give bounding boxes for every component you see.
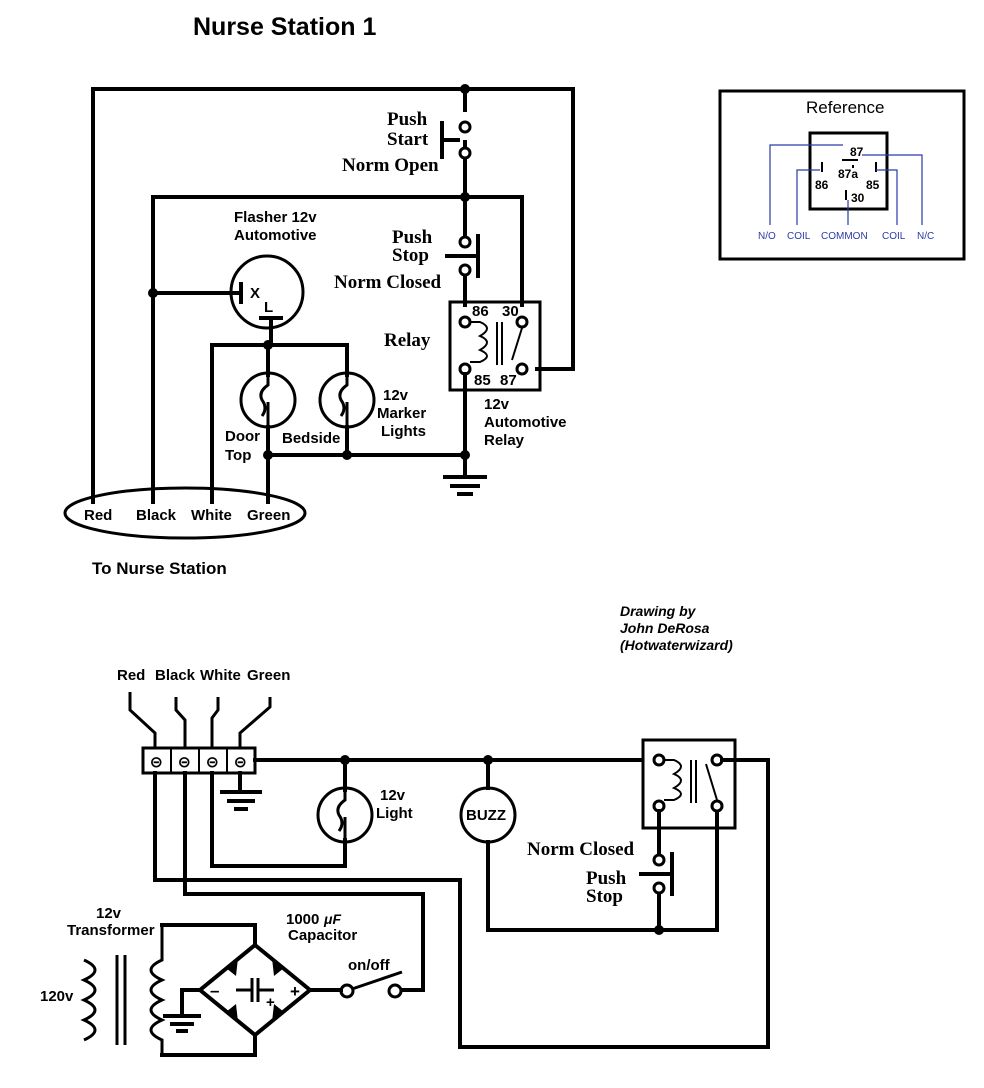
bottom-push-stop-switch: [639, 852, 674, 896]
cable-red-label: Red: [84, 507, 112, 524]
push-start-label-1: Push: [387, 109, 428, 130]
transformer: [80, 925, 166, 1055]
ground-symbol-top: [443, 475, 487, 496]
black-wire: [151, 195, 524, 504]
bedside-label: Bedside: [282, 430, 340, 447]
ground-symbol-rectifier: [163, 1014, 201, 1033]
ref-label-coil-2: COIL: [882, 231, 906, 242]
door-top-label-1: Door: [225, 428, 260, 445]
ref-pin-30: 30: [851, 191, 865, 205]
capacitor-label-1: 1000: [286, 911, 319, 928]
bridge-rectifier: – + +: [196, 942, 314, 1038]
marker-label-1: 12v: [383, 387, 409, 404]
relay-desc-1: 12v: [484, 396, 510, 413]
ground-symbol-bottom: [220, 790, 262, 811]
on-off-switch[interactable]: [339, 970, 403, 999]
credit-line-3: (Hotwaterwizard): [620, 637, 733, 653]
bottom-circuit: Red Black White Green ⊝ ⊝ ⊝ ⊝ 12v Light: [40, 667, 770, 1057]
relay-pin-87: 87: [500, 372, 517, 389]
reference-title: Reference: [806, 98, 884, 117]
flasher-pin-l: L: [264, 299, 273, 316]
push-stop-switch: [445, 234, 480, 278]
ref-pin-85: 85: [866, 178, 880, 192]
flasher-label-2: Automotive: [234, 227, 317, 244]
credit-line-1: Drawing by: [620, 603, 697, 619]
push-stop-label-3: Norm Closed: [334, 272, 442, 293]
push-start-label-3: Norm Open: [342, 155, 439, 176]
door-top-lamp: [239, 371, 297, 429]
on-off-label: on/off: [348, 957, 391, 974]
terminal-2: ⊝: [178, 754, 191, 771]
ref-label-no: N/O: [758, 231, 776, 242]
relay-desc-3: Relay: [484, 432, 525, 449]
relay-pin-30: 30: [502, 303, 519, 320]
relay-desc-2: Automotive: [484, 414, 567, 431]
push-start-label-2: Start: [387, 129, 429, 150]
bottom-light-label-2: Light: [376, 805, 413, 822]
cable-white-label: White: [191, 507, 232, 524]
bottom-wire-black: Black: [155, 667, 196, 684]
capacitor-unit: μF: [323, 911, 341, 927]
relay-pin-86: 86: [472, 303, 489, 320]
capacitor-plus: +: [266, 994, 275, 1011]
cable-bundle: [63, 486, 307, 540]
transformer-primary-label: 120v: [40, 988, 74, 1005]
relay-label: Relay: [384, 330, 431, 351]
bedside-lamp: [318, 371, 376, 429]
capacitor-label-2: Capacitor: [288, 927, 357, 944]
marker-label-3: Lights: [381, 423, 426, 440]
flasher-label-1: Flasher 12v: [234, 209, 317, 226]
bottom-stop-label-1: Norm Closed: [527, 839, 635, 860]
ref-pin-86: 86: [815, 178, 829, 192]
relay-pin-85: 85: [474, 372, 491, 389]
terminal-1: ⊝: [150, 754, 163, 771]
buzzer-label: BUZZ: [466, 807, 506, 824]
door-top-label-2: Top: [225, 447, 251, 464]
transformer-label-1: 12v: [96, 905, 122, 922]
ref-label-coil-1: COIL: [787, 231, 811, 242]
bottom-stop-label-3: Stop: [586, 886, 623, 907]
page-title: Nurse Station 1: [193, 13, 376, 41]
white-wire: [210, 343, 349, 504]
push-start-switch: [440, 120, 472, 160]
terminal-3: ⊝: [206, 754, 219, 771]
transformer-label-2: Transformer: [67, 922, 155, 939]
bottom-relay: [641, 738, 737, 830]
push-stop-label-2: Stop: [392, 245, 429, 266]
ref-pin-87a: 87a: [838, 167, 858, 181]
bridge-minus: –: [210, 981, 219, 1000]
red-wire: [91, 87, 575, 504]
terminal-strip: ⊝ ⊝ ⊝ ⊝: [141, 746, 257, 775]
marker-label-2: Marker: [377, 405, 426, 422]
flasher-unit: [151, 254, 305, 347]
top-relay: [448, 300, 542, 392]
to-nurse-station-label: To Nurse Station: [92, 559, 227, 578]
bottom-wire-red: Red: [117, 667, 145, 684]
credit-line-2: John DeRosa: [620, 620, 710, 636]
bottom-light-label-1: 12v: [380, 787, 406, 804]
bottom-wire-green: Green: [247, 667, 290, 684]
top-circuit: Push Start Norm Open Push Stop Norm Clos…: [63, 84, 575, 578]
bottom-12v-light: [316, 786, 374, 844]
buzzer: BUZZ: [459, 786, 517, 844]
ref-pin-87: 87: [850, 145, 864, 159]
cable-green-label: Green: [247, 507, 290, 524]
cable-black-label: Black: [136, 507, 177, 524]
bottom-stop-label-2: Push: [586, 868, 627, 889]
reference-box: Reference 87 87a 86 85 30 N/O COIL COMMO…: [718, 89, 966, 261]
push-stop-label-1: Push: [392, 227, 433, 248]
ref-label-nc: N/C: [917, 231, 934, 242]
ref-label-common: COMMON: [821, 231, 868, 242]
bottom-wire-white: White: [200, 667, 241, 684]
terminal-4: ⊝: [234, 754, 247, 771]
flasher-pin-x: X: [250, 285, 260, 302]
bridge-plus: +: [290, 982, 300, 1001]
